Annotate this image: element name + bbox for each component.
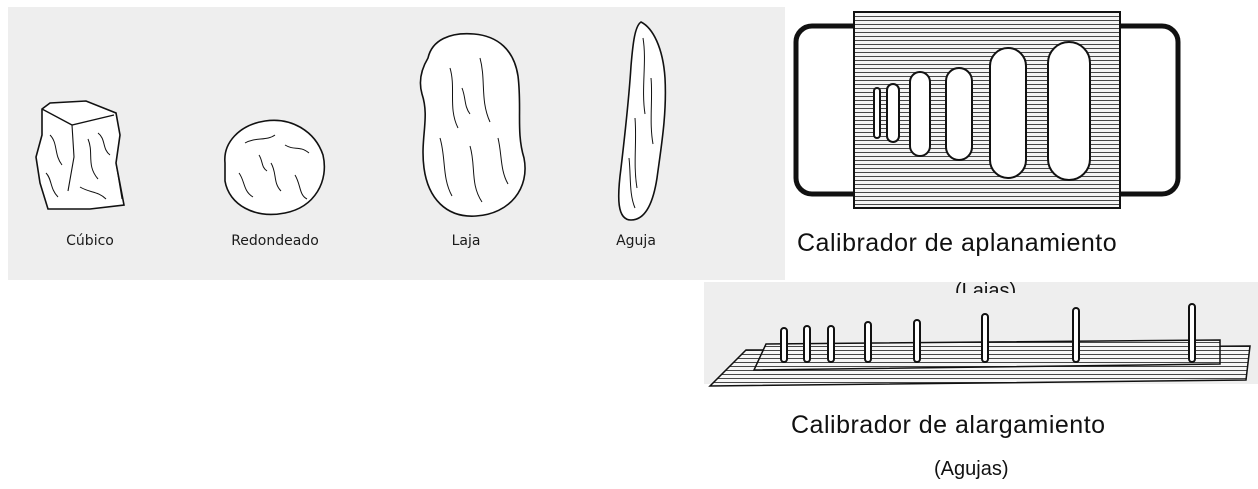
needle-stone-icon (605, 18, 675, 226)
rounded-stone-icon (215, 115, 330, 220)
flakiness-gauge-title: Calibrador de aplanamiento (797, 229, 1117, 258)
elongation-gauge-subtitle: (Agujas) (934, 458, 1008, 481)
elongation-gauge-title: Calibrador de alargamiento (791, 411, 1106, 440)
shape-label-cubico: Cúbico (20, 233, 160, 249)
shape-label-redondeado: Redondeado (205, 233, 345, 249)
shape-label-laja: Laja (396, 233, 536, 249)
cubic-stone-icon (28, 95, 138, 225)
flakiness-gauge-icon (792, 8, 1182, 214)
flakiness-gauge-subtitle: (Lajas) (955, 278, 1016, 293)
elongation-gauge-icon (706, 326, 1254, 388)
flat-stone-icon (410, 28, 535, 223)
shape-label-aguja: Aguja (566, 233, 706, 249)
